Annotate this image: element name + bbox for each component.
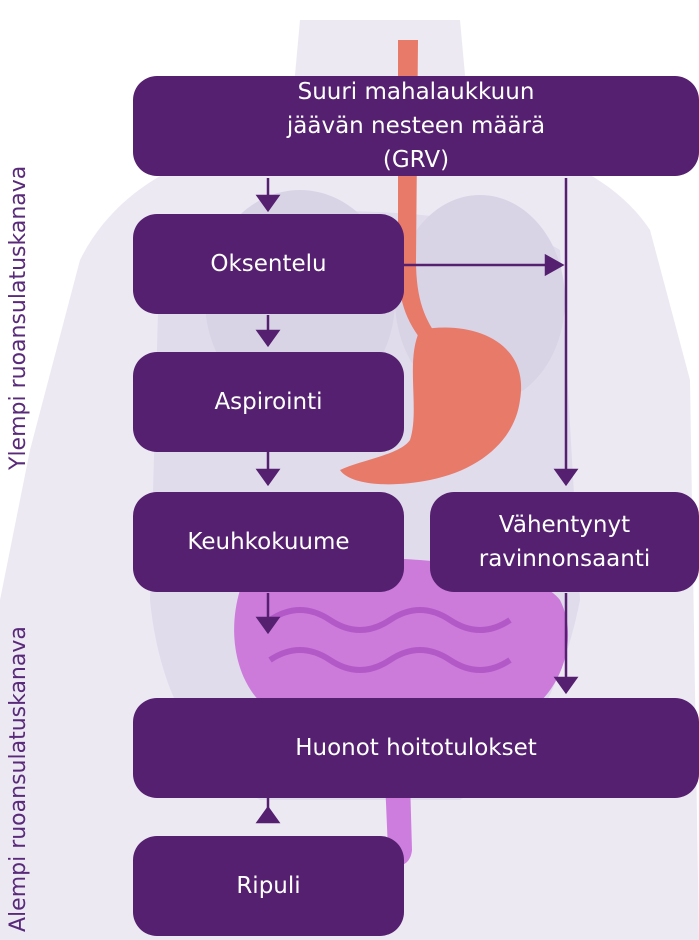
lower-gi-label: Alempi ruoansulatuskanava [6,626,31,932]
node-aspiration: Aspirointi [133,352,404,452]
node-reduced-nutrition: Vähentynyt ravinnonsaanti [430,492,699,592]
node-pneumonia: Keuhkokuume [133,492,404,592]
node-grv: Suuri mahalaukkuun jäävän nesteen määrä … [133,76,699,176]
node-vomiting: Oksentelu [133,214,404,314]
node-diarrhea: Ripuli [133,836,404,936]
upper-gi-label: Ylempi ruoansulatuskanava [6,166,31,470]
node-poor-outcomes: Huonot hoitotulokset [133,698,699,798]
